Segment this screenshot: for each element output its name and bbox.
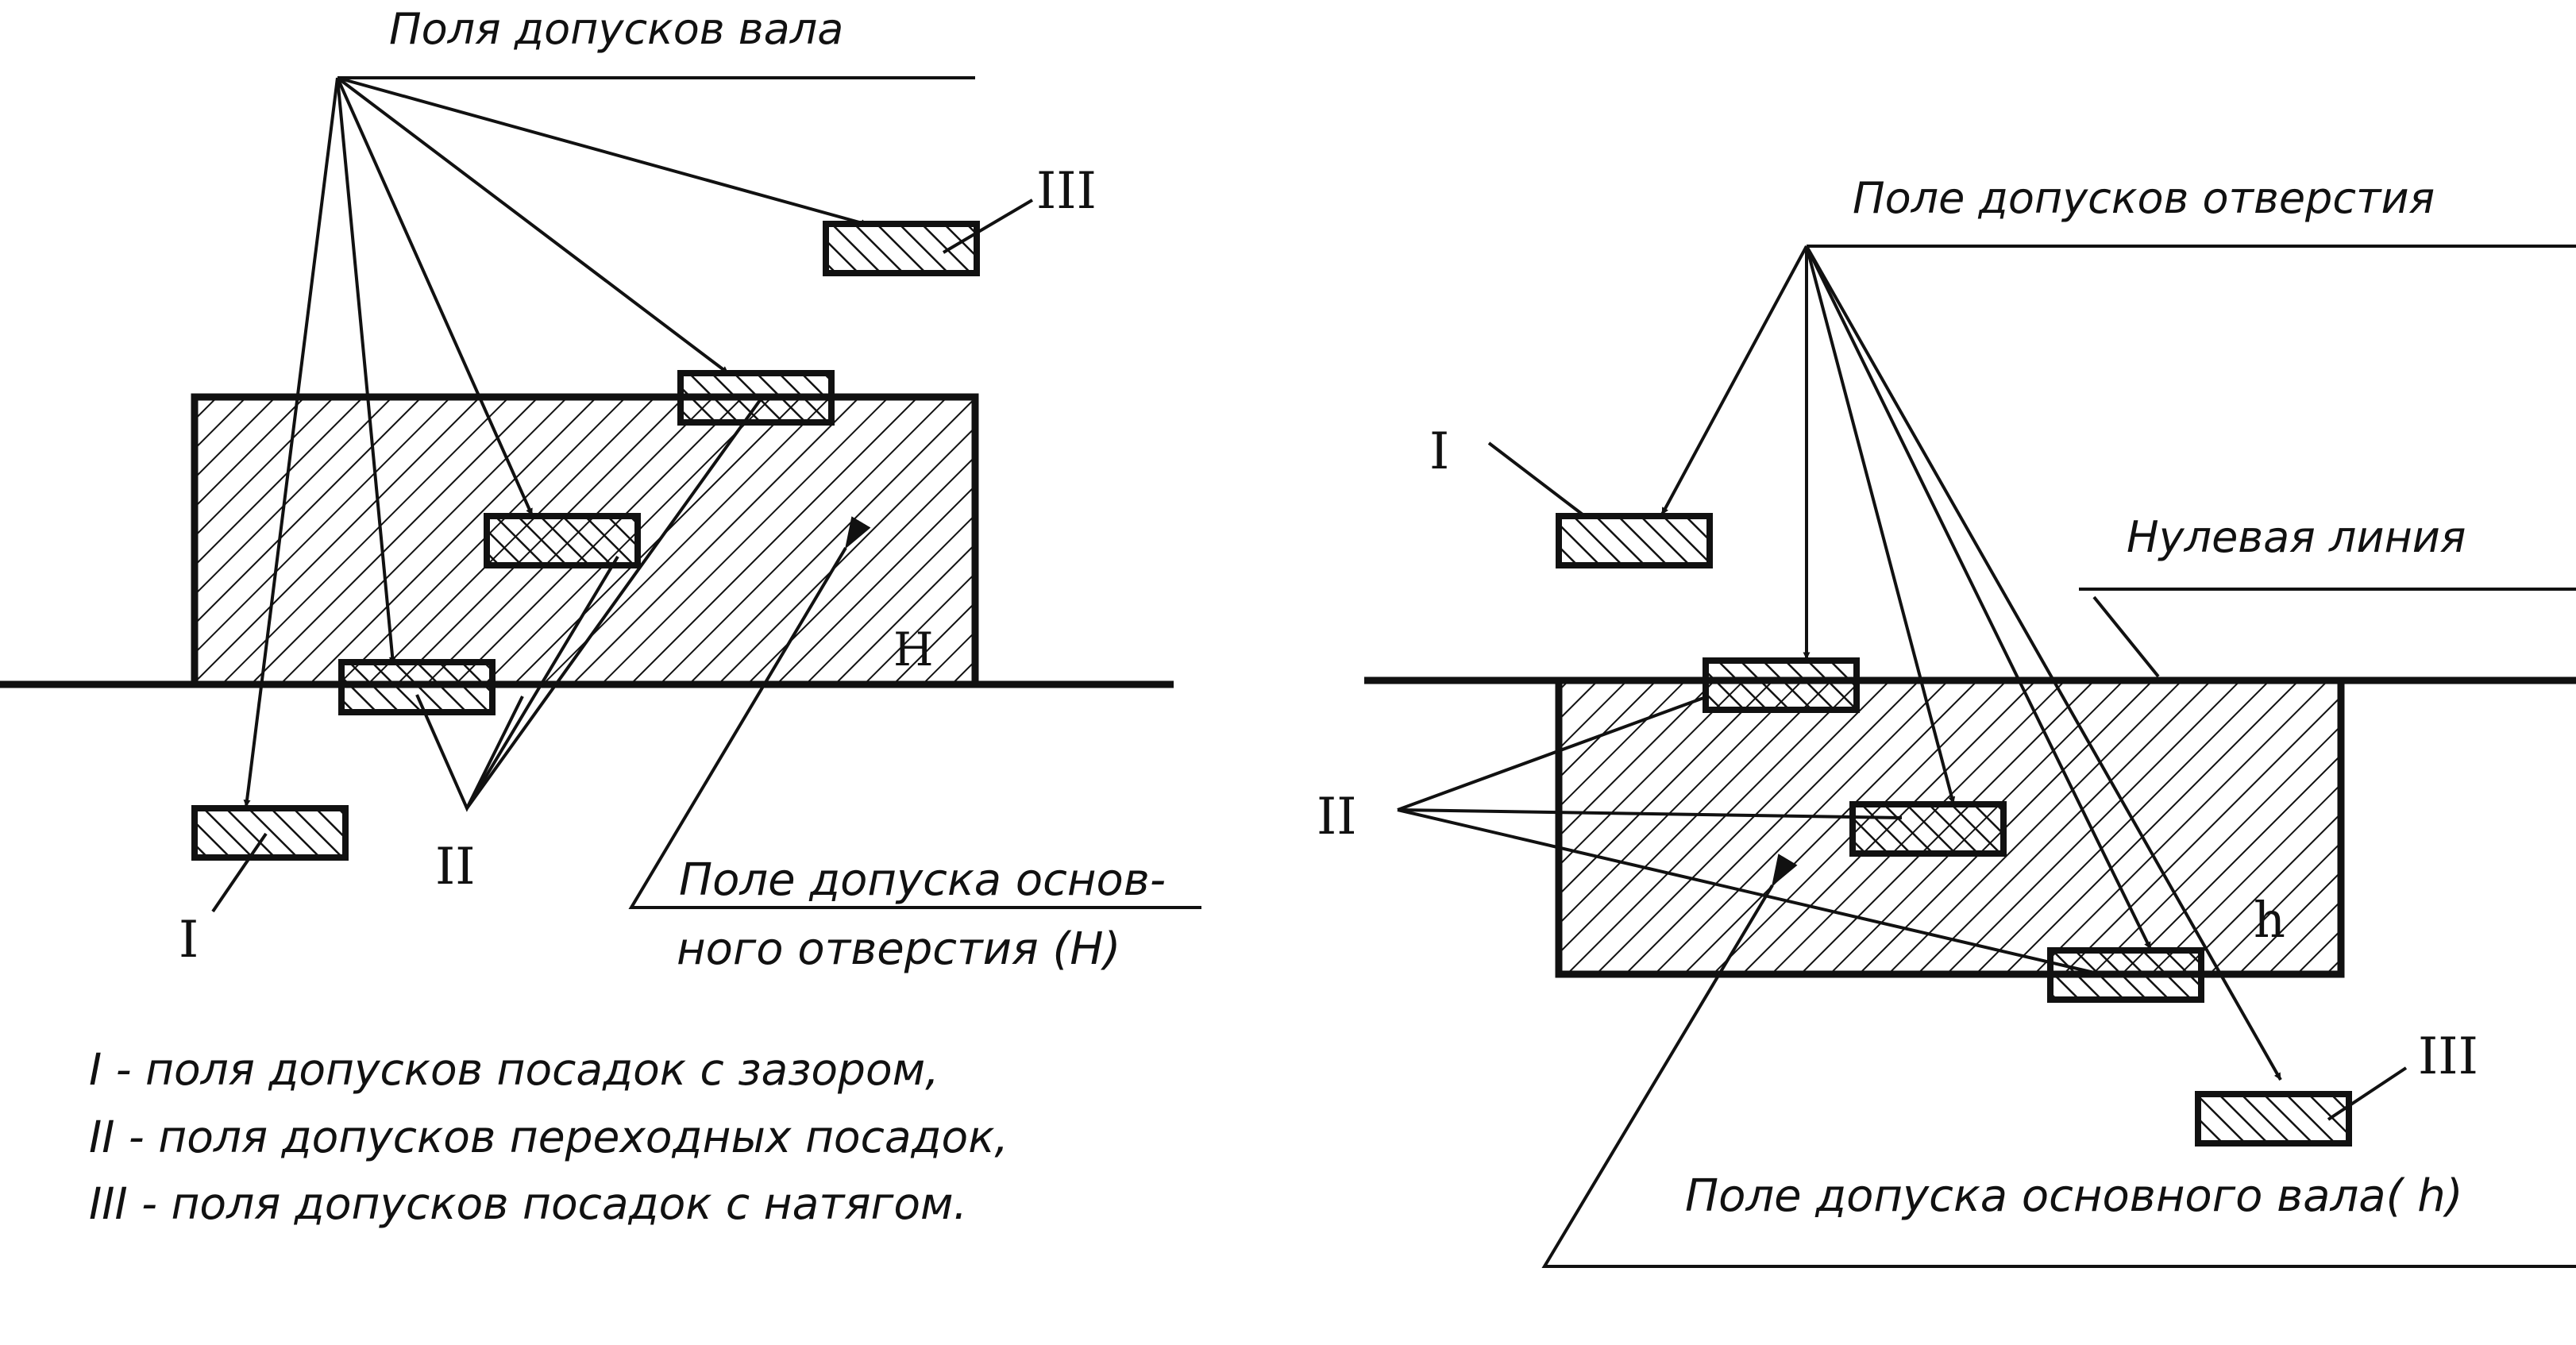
hole-leader-II-c xyxy=(1397,808,2105,977)
shaft-field-II-mid xyxy=(484,513,641,568)
hole-label-roman-II: II xyxy=(1317,788,1357,846)
label-roman-II: II xyxy=(435,838,476,896)
main-field-label-line2: ного отверстия (Н) xyxy=(677,923,1120,975)
arrow-to-field-II-high xyxy=(336,76,730,375)
hole-label-roman-III: III xyxy=(2418,1027,2478,1086)
arrow-to-hole-field-II-mid xyxy=(1805,245,1956,804)
arrow-to-field-II-low xyxy=(336,77,396,665)
label-roman-I: I xyxy=(179,911,199,969)
zero-line-leader xyxy=(2092,595,2160,678)
arrow-to-field-I xyxy=(243,77,339,807)
main-field-letter-h: h xyxy=(2254,891,2285,949)
hole-leader-II-a xyxy=(1397,696,1706,811)
arrow-to-field-III xyxy=(337,76,869,227)
shaft-tolerance-scheme: Поля допусков вала H I II III xyxy=(0,4,1201,975)
shaft-field-II-low xyxy=(338,659,496,715)
shaft-field-II-high xyxy=(677,370,835,426)
shaft-field-I xyxy=(191,805,349,861)
label-roman-III: III xyxy=(1036,162,1097,221)
leader-III xyxy=(942,198,1034,254)
hole-field-III xyxy=(2195,1091,2352,1147)
hole-tolerance-scheme: Поле допусков отверстия h Нулевая линия … xyxy=(1317,173,2576,1268)
main-field-leader xyxy=(628,516,1201,909)
leader-I xyxy=(211,832,268,913)
main-shaft-field-label: Поле допуска основного вала( h) xyxy=(1685,1170,2463,1222)
hole-label-roman-I: I xyxy=(1429,422,1449,481)
arrow-to-field-II-mid xyxy=(336,77,534,516)
zero-line-label: Нулевая линия xyxy=(2127,512,2466,562)
legend-line-III: III - поля допусков посадок с натягом. xyxy=(89,1178,967,1229)
arrow-to-hole-field-I xyxy=(1660,245,1808,515)
arrow-to-hole-field-III xyxy=(1805,245,2282,1081)
main-shaft-field-leader xyxy=(1541,854,2576,1268)
hole-leader-I xyxy=(1487,441,1584,516)
hole-field-II-high xyxy=(1703,657,1860,713)
main-field-label-line1: Поле допуска основ- xyxy=(679,854,1166,906)
legend-line-I: I - поля допусков посадок с зазором, xyxy=(89,1044,939,1095)
hole-field-I xyxy=(1556,513,1713,568)
main-field-letter-H: H xyxy=(893,622,934,676)
hole-field-II-mid xyxy=(1849,801,2007,857)
leader-II-c xyxy=(465,395,764,810)
hole-scheme-title: Поле допусков отверстия xyxy=(1853,173,2435,223)
hole-field-II-low xyxy=(2047,947,2204,1003)
hole-leader-arrows xyxy=(1660,245,2282,1081)
hole-leader-III xyxy=(2327,1066,2408,1121)
legend: I - поля допусков посадок с зазором, II … xyxy=(89,1044,1008,1229)
arrow-to-hole-field-II-low xyxy=(1805,245,2152,950)
hole-leader-II-b xyxy=(1397,808,1903,819)
legend-line-II: II - поля допусков переходных посадок, xyxy=(89,1112,1008,1162)
shaft-scheme-title: Поля допусков вала xyxy=(389,4,843,54)
shaft-field-III xyxy=(823,221,980,276)
leader-II-b xyxy=(465,555,619,810)
shaft-leader-arrows xyxy=(243,76,869,807)
